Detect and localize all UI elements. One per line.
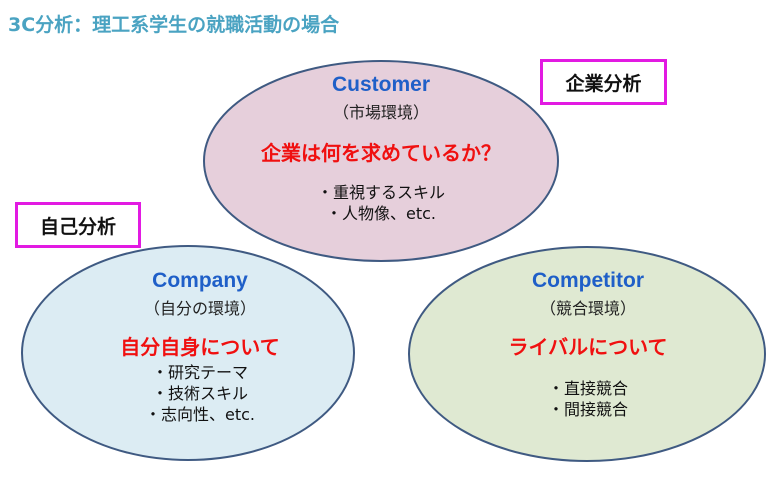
competitor-point: ・間接競合 <box>547 400 628 419</box>
customer-question: 企業は何を求めているか？ <box>261 141 501 165</box>
slide-title: 3C分析：理工系学生の就職活動の場合 <box>8 14 340 36</box>
competitor-question: ライバルについて <box>508 335 668 359</box>
competitor-block: Competitor （競合環境） ライバルについて ・直接競合 ・間接競合 <box>509 269 668 420</box>
competitor-name: Competitor <box>532 269 644 292</box>
company-question: 自分自身について <box>120 335 280 359</box>
competitor-sub: （競合環境） <box>539 299 636 318</box>
company-point: ・技術スキル <box>151 384 248 403</box>
customer-point: ・人物像、etc. <box>325 204 436 223</box>
company-sub: （自分の環境） <box>143 299 256 318</box>
customer-point: ・重視するスキル <box>316 183 445 202</box>
customer-name: Customer <box>331 73 431 96</box>
self-analysis-tag: 自己分析 <box>15 202 141 248</box>
company-analysis-label: 企業分析 <box>565 72 642 95</box>
customer-ellipse <box>203 60 559 262</box>
company-analysis-tag: 企業分析 <box>540 59 667 105</box>
customer-block: Customer （市場環境） 企業は何を求めているか？ ・重視するスキル ・人… <box>261 73 501 224</box>
company-block: Company （自分の環境） 自分自身について ・研究テーマ ・技術スキル ・… <box>120 269 279 425</box>
company-point: ・研究テーマ <box>151 363 248 382</box>
company-point: ・志向性、etc. <box>144 405 255 424</box>
company-ellipse <box>21 245 355 461</box>
self-analysis-label: 自己分析 <box>39 215 116 238</box>
customer-sub: （市場環境） <box>332 103 429 122</box>
company-name: Company <box>152 269 248 292</box>
competitor-point: ・直接競合 <box>547 379 628 398</box>
competitor-ellipse <box>408 246 766 462</box>
